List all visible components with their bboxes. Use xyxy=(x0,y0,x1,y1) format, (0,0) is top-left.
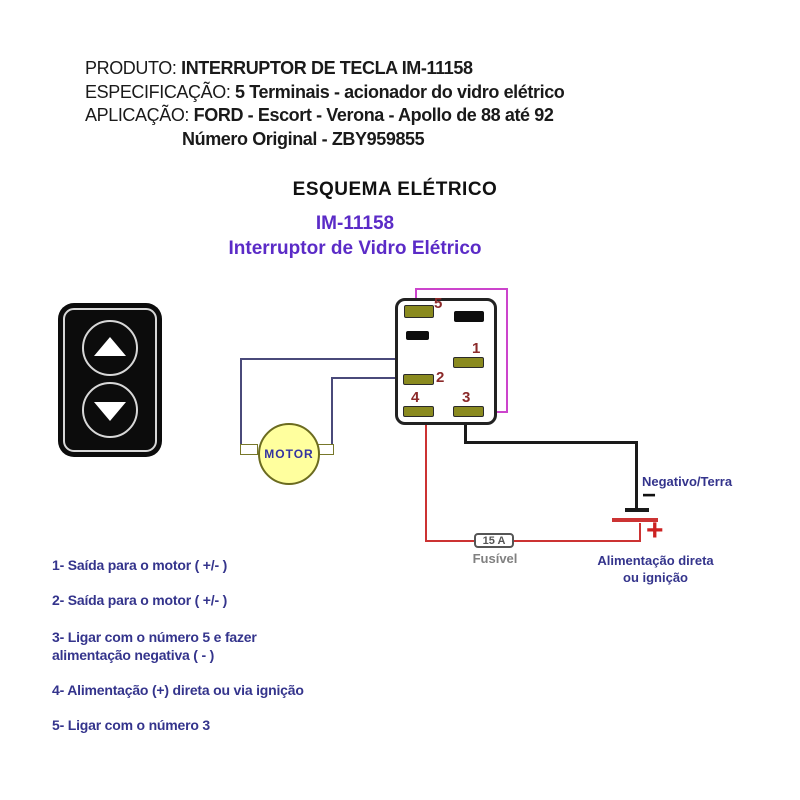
pin-label-2: 2 xyxy=(436,369,445,386)
especificacao-value: 5 Terminais - acionador do vidro elétric… xyxy=(235,82,565,102)
terminal-2 xyxy=(403,374,434,385)
wire-jumper-top xyxy=(415,288,508,290)
pin-label-4: 4 xyxy=(411,389,420,406)
arrow-up-icon xyxy=(94,337,126,356)
fuse-value: 15 A xyxy=(482,534,506,547)
switch-up-button xyxy=(82,320,138,376)
note-4: 4- Alimentação (+) direta ou via ignição xyxy=(52,682,304,698)
motor-label: MOTOR xyxy=(264,447,314,461)
terminal-4 xyxy=(403,406,434,417)
pin-label-3: 3 xyxy=(462,389,471,406)
minus-sign: − xyxy=(642,482,657,509)
ground-bar xyxy=(625,508,649,512)
schema-subtitle: Interruptor de Vidro Elétrico xyxy=(228,238,482,259)
arrow-down-icon xyxy=(94,402,126,421)
battery-positive-plate xyxy=(612,518,658,522)
terminal-black-small xyxy=(406,331,429,340)
pin-label-1: 1 xyxy=(472,340,481,357)
schema-title: ESQUEMA ELÉTRICO xyxy=(292,179,498,200)
wire-ground-horizontal xyxy=(464,441,638,444)
power-source-line1: Alimentação direta xyxy=(597,553,714,568)
wire-power-horizontal xyxy=(425,540,641,542)
plus-sign: + xyxy=(646,514,664,547)
terminal-3 xyxy=(453,406,484,417)
note-5: 5- Ligar com o número 3 xyxy=(52,717,210,733)
rocker-switch-illustration xyxy=(58,303,162,457)
wire-jumper-right-vertical xyxy=(506,288,508,413)
aplicacao-value: FORD - Escort - Verona - Apollo de 88 at… xyxy=(193,105,554,125)
pin-label-5: 5 xyxy=(434,295,443,312)
wire-power-from-t4 xyxy=(425,417,427,542)
switch-inner-border xyxy=(63,308,157,452)
header-line-especificacao: ESPECIFICAÇÃO: 5 Terminais - acionador d… xyxy=(85,82,565,103)
fuse-symbol: 15 A xyxy=(474,533,514,548)
motor-left-terminal xyxy=(240,444,258,455)
wire-ground-vertical xyxy=(635,441,638,510)
note-3: 3- Ligar com o número 5 e fazer alimenta… xyxy=(52,629,257,663)
power-source-label: Alimentação direta ou ignição xyxy=(578,552,733,586)
produto-value: INTERRUPTOR DE TECLA IM-11158 xyxy=(181,58,473,78)
wire-to-terminal1 xyxy=(240,358,456,360)
wire-motor-left-vertical xyxy=(240,358,242,448)
especificacao-label: ESPECIFICAÇÃO: xyxy=(85,82,231,102)
wire-to-terminal2 xyxy=(331,377,405,379)
terminal-5 xyxy=(404,305,434,318)
header-line-produto: PRODUTO: INTERRUPTOR DE TECLA IM-11158 xyxy=(85,58,473,79)
switch-down-button xyxy=(82,382,138,438)
terminal-black-top xyxy=(454,311,484,322)
wire-motor-right-vertical xyxy=(331,377,333,448)
motor-symbol: MOTOR xyxy=(258,423,320,485)
aplicacao-label: APLICAÇÃO: xyxy=(85,105,190,125)
ground-label: Negativo/Terra xyxy=(642,474,733,489)
note-2: 2- Saída para o motor ( +/- ) xyxy=(52,592,228,608)
header-original-number: Número Original - ZBY959855 xyxy=(182,129,425,149)
fuse-caption: Fusível xyxy=(472,551,518,566)
wire-jumper-t5-up xyxy=(415,288,417,306)
produto-label: PRODUTO: xyxy=(85,58,177,78)
schema-model: IM-11158 xyxy=(315,213,395,234)
power-source-line2: ou ignição xyxy=(623,570,688,585)
wire-power-up xyxy=(639,523,641,542)
note-1: 1- Saída para o motor ( +/- ) xyxy=(52,557,228,573)
wire-ground-from-t3 xyxy=(464,417,467,443)
terminal-1 xyxy=(453,357,484,368)
header-line-aplicacao: APLICAÇÃO: FORD - Escort - Verona - Apol… xyxy=(85,105,554,126)
